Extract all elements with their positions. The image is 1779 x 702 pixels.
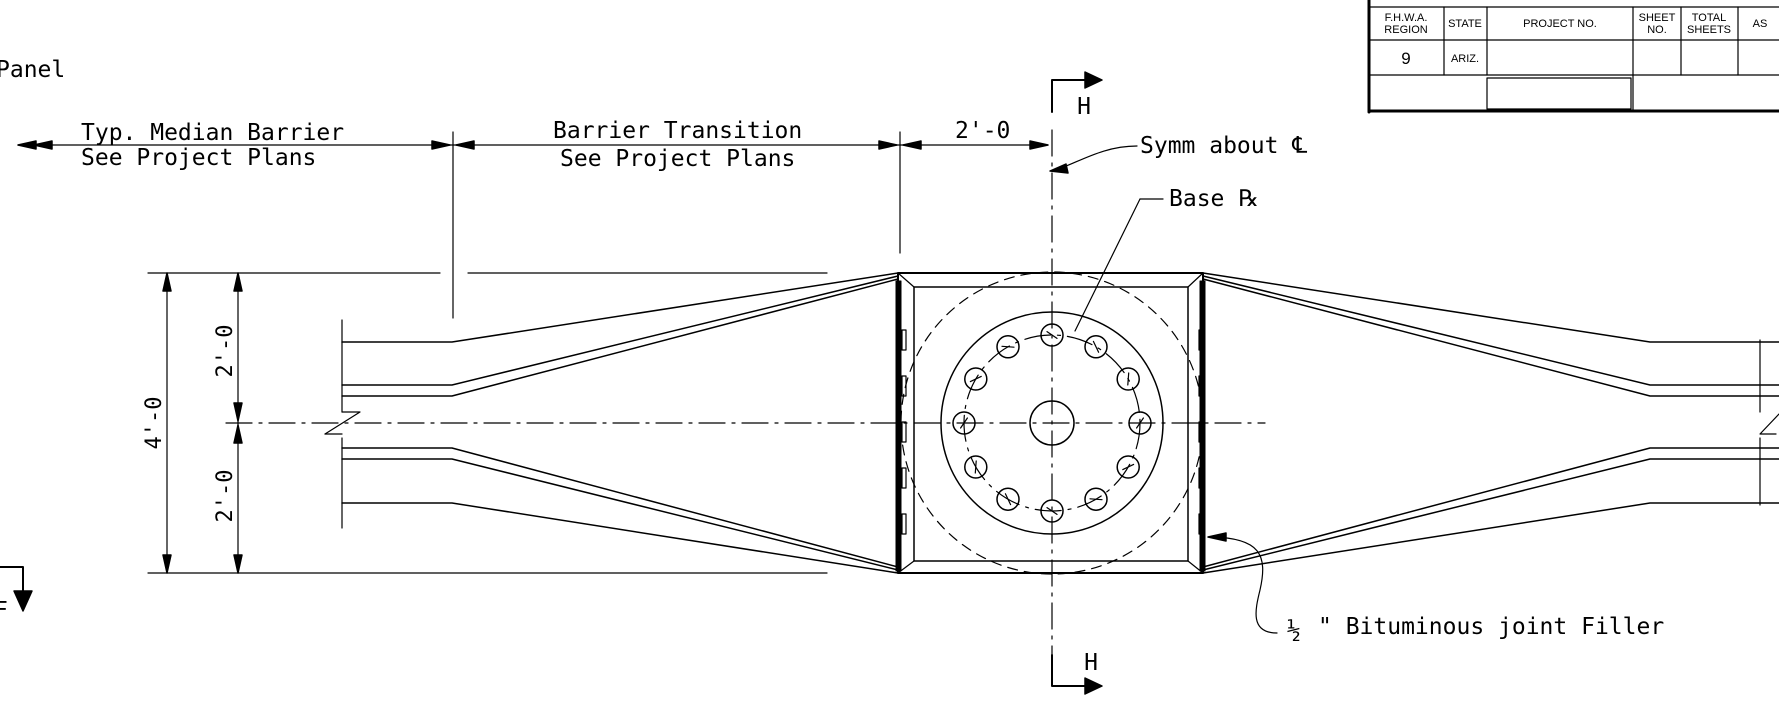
anchor-bolt-hole [1116,455,1140,479]
median-barrier-label: Typ. Median Barrier [81,120,344,146]
anchor-bolt-hole [964,367,988,391]
left-cut-letter: F [0,598,8,624]
foundation-block [895,271,1206,575]
tb-header-5: AS [1753,18,1768,30]
joint-filler-fraction: ½ [1287,618,1301,644]
barrier-transition-sublabel: See Project Plans [560,146,795,172]
section-cut-arrow-icon [0,566,33,612]
anchor-bolt-mark [1135,417,1145,429]
anchor-bolt-hole [1084,487,1108,511]
anchor-bolt-hole [996,487,1020,511]
tb-header-2: PROJECT NO. [1523,18,1597,30]
joint-filler-tick [1198,329,1204,351]
joint-filler-tick [901,513,907,535]
anchor-bolt-hole [1128,411,1152,435]
anchor-bolt-hole [1040,499,1064,523]
left-median-barrier [324,272,899,574]
center-hole [1029,400,1075,446]
anchor-bolt-hole [1040,323,1064,347]
anchor-bolt-hole [1116,367,1140,391]
dimension-2-0-top: 2'-0 [955,118,1010,144]
anchor-bolt-mark [959,417,969,429]
left-dimensions [147,272,828,574]
dimension-4-0: 4'-0 [142,397,167,450]
anchor-bolt-mark [969,375,982,383]
anchor-bolt-hole [1084,335,1108,359]
anchor-bolt-hole [964,455,988,479]
joint-filler-tick [901,467,907,489]
base-plate [940,311,1164,535]
anchor-bolt-mark [1046,331,1058,339]
joint-filler-tick [1198,513,1204,535]
section-cut-arrow-icon [1051,71,1103,113]
right-median-barrier [1202,272,1779,574]
anchor-bolt-hole [952,411,976,435]
symm-label: Symm about ℄ [1140,133,1307,159]
anchor-bolt-mark [1089,498,1103,501]
pier-outline [900,271,1204,575]
anchor-bolt-mark [1046,507,1058,516]
anchor-bolt-mark [1001,345,1015,348]
joint-filler-label: " Bituminous joint Filler [1318,614,1664,640]
tb-header-1: STATE [1448,18,1482,30]
joint-filler-tick [901,421,907,443]
anchor-bolt-mark [1092,340,1100,353]
joint-filler-tick [901,329,907,351]
tb-state-value: ARIZ. [1451,53,1479,65]
anchor-bolts [952,323,1152,523]
base-plate-label: Base ℞ [1169,186,1259,212]
top-dimension-chain [17,131,1049,319]
anchor-bolt-mark [1127,372,1130,386]
dimension-2-0-lower: 2'-0 [213,470,238,523]
tb-header-0: F.H.W.A.REGION [1384,12,1427,36]
joint-filler-tick [1198,467,1204,489]
anchor-bolt-mark [974,460,977,474]
dimension-2-0-upper: 2'-0 [213,325,238,378]
left-joint-filler [895,280,902,572]
barrier-transition-label: Barrier Transition [553,118,802,144]
anchor-bolt-mark [1122,463,1135,471]
median-barrier-sublabel: See Project Plans [81,145,316,171]
anchor-bolt-mark [1004,493,1012,506]
tb-region-value: 9 [1401,49,1410,68]
section-label-bottom: H [1084,650,1098,676]
panel-label: Panel [0,57,65,83]
anchor-bolt-hole [996,335,1020,359]
section-label-top: H [1077,94,1091,120]
section-cut-arrow-icon [1051,654,1103,695]
